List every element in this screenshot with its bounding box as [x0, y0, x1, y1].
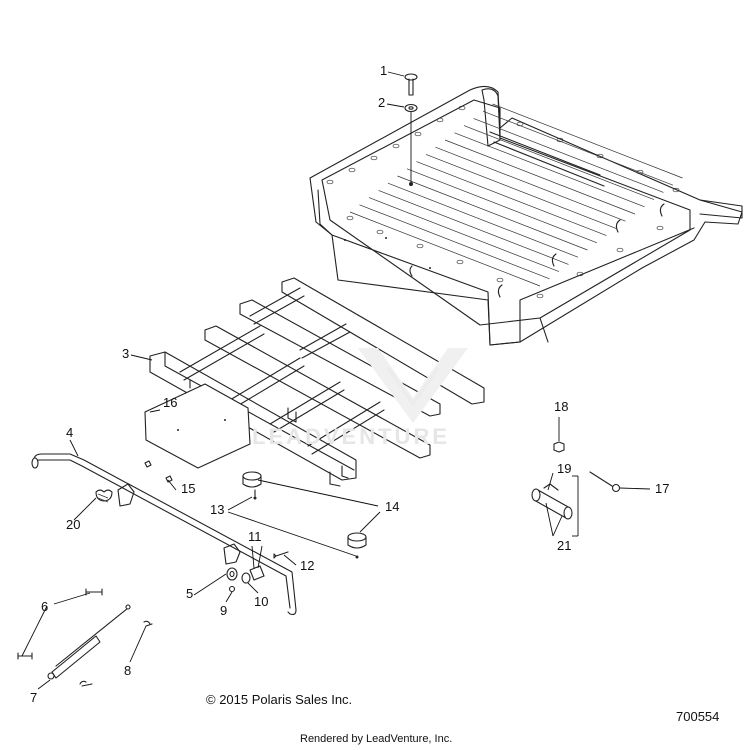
callout-1: 1 — [380, 63, 387, 78]
cable-part-8 — [79, 620, 153, 687]
pivot-hardware — [226, 551, 289, 593]
bolt-part-1 — [404, 73, 418, 96]
callout-9: 9 — [220, 603, 227, 618]
copyright-text: © 2015 Polaris Sales Inc. — [206, 692, 353, 707]
callout-3: 3 — [122, 346, 129, 361]
callout-4: 4 — [66, 425, 73, 440]
callout-13: 13 — [210, 502, 224, 517]
callout-6: 6 — [41, 599, 48, 614]
callout-17: 17 — [655, 481, 669, 496]
gas-strut-part-7 — [47, 604, 131, 680]
screw-part-13 — [253, 489, 359, 559]
strut-part-6 — [17, 588, 103, 660]
watermark-text: LEADVENTURE — [252, 424, 451, 449]
callout-2: 2 — [378, 95, 385, 110]
cargo-box — [309, 85, 743, 346]
callout-7: 7 — [30, 690, 37, 705]
callout-19: 19 — [557, 461, 571, 476]
rendered-by-text: Rendered by LeadVenture, Inc. — [300, 733, 453, 745]
callout-16: 16 — [163, 395, 177, 410]
callout-15: 15 — [181, 481, 195, 496]
leader-lines — [21, 71, 651, 690]
diagram-id: 700554 — [676, 709, 720, 724]
callout-18: 18 — [554, 399, 568, 414]
callout-12: 12 — [300, 558, 314, 573]
callout-14: 14 — [385, 499, 399, 514]
callout-21: 21 — [557, 538, 571, 553]
callout-5: 5 — [186, 586, 193, 601]
callout-20: 20 — [66, 517, 80, 532]
rod-part-4 — [31, 453, 297, 616]
spring-part-20 — [95, 489, 113, 503]
latch-assembly — [531, 441, 621, 520]
frame-part-3 — [149, 277, 485, 487]
clip-part-15 — [144, 460, 173, 483]
callout-11: 11 — [248, 529, 262, 544]
bumper-part-14 — [242, 471, 367, 549]
panel-part-16 — [144, 383, 251, 469]
callout-8: 8 — [124, 663, 131, 678]
callout-10: 10 — [254, 594, 268, 609]
washer-part-2 — [404, 103, 418, 113]
leadventure-watermark-logo — [358, 348, 468, 423]
